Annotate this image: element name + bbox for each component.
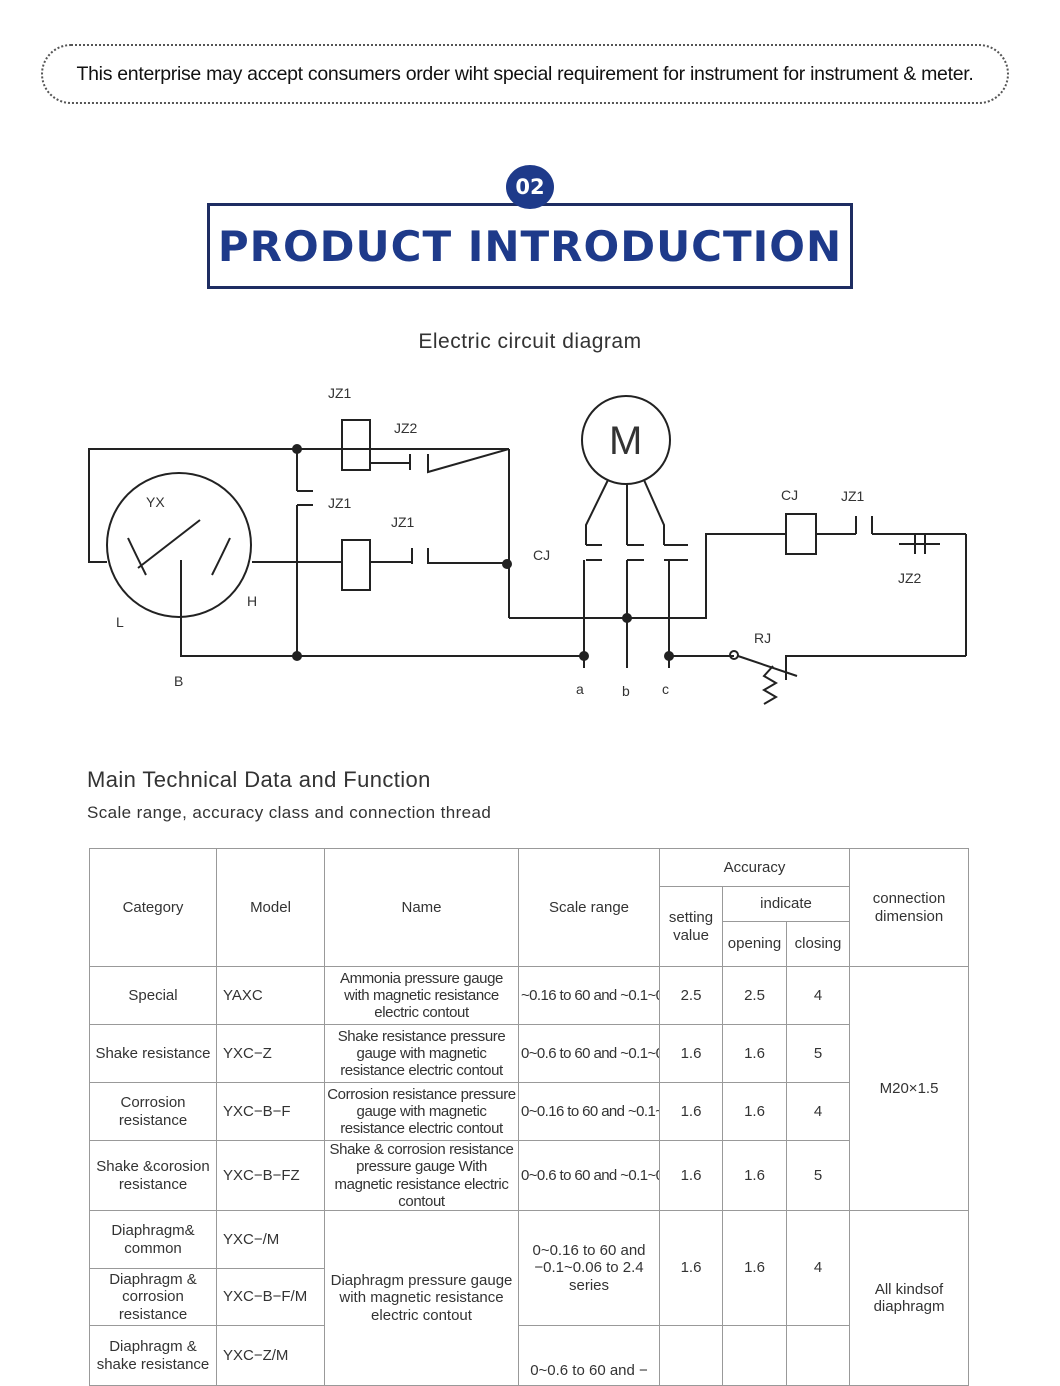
cell-model: YAXC bbox=[216, 966, 325, 1025]
spec-table: Category Model Name Scale range Accuracy… bbox=[89, 848, 970, 1386]
cell-name: Shake & corrosion resistance pressure ga… bbox=[324, 1140, 519, 1211]
cell-model: YXC−Z bbox=[216, 1024, 325, 1083]
header-closing: closing bbox=[785, 921, 851, 967]
label-a: a bbox=[576, 681, 584, 697]
cell-setting: 1.6 bbox=[659, 1024, 723, 1083]
section-title-box: PRODUCT INTRODUCTION bbox=[207, 203, 853, 289]
label-l: L bbox=[116, 614, 124, 630]
label-jz2-right: JZ2 bbox=[898, 570, 922, 586]
cell-closing: 5 bbox=[785, 1024, 851, 1083]
cell-name: Shake resistance pressure gauge with mag… bbox=[324, 1024, 519, 1083]
cell-closing: 4 bbox=[785, 966, 851, 1025]
label-jz1-coil: JZ1 bbox=[391, 514, 415, 530]
cell-opening: 1.6 bbox=[722, 1140, 787, 1211]
header-opening: opening bbox=[722, 921, 787, 967]
cell-category: Shake resistance bbox=[89, 1024, 217, 1083]
cell-closing-diaphragm-2 bbox=[785, 1325, 851, 1386]
label-h: H bbox=[247, 593, 257, 609]
cell-name-diaphragm: Diaphragm pressure gauge with magnetic r… bbox=[324, 1210, 519, 1386]
cell-closing: 4 bbox=[785, 1082, 851, 1141]
header-category: Category bbox=[89, 848, 217, 967]
cell-scale-diaphragm-2: 0~0.6 to 60 and − bbox=[518, 1325, 660, 1386]
cell-category: Diaphragm & shake resistance bbox=[89, 1325, 217, 1386]
notice-text: This enterprise may accept consumers ord… bbox=[76, 62, 974, 85]
label-jz1-right: JZ1 bbox=[841, 488, 865, 504]
cell-scale: ~0.16 to 60 and ~0.1~0.06 to 2.4 series bbox=[518, 966, 660, 1025]
header-scale-range: Scale range bbox=[518, 848, 660, 967]
cell-closing-diaphragm-1: 4 bbox=[785, 1210, 851, 1326]
tech-heading: Main Technical Data and Function bbox=[87, 767, 431, 792]
cell-name: Corrosion resistance pressure gauge with… bbox=[324, 1082, 519, 1141]
notice-banner: This enterprise may accept consumers ord… bbox=[41, 44, 1009, 104]
label-cj-left: CJ bbox=[533, 547, 550, 563]
label-jz1-top: JZ1 bbox=[328, 385, 352, 401]
cell-model: YXC−B−F bbox=[216, 1082, 325, 1141]
label-c: c bbox=[662, 681, 669, 697]
cell-scale: 0~0.6 to 60 and ~0.1~0.5 to 2.4 series bbox=[518, 1140, 660, 1211]
table-row: Diaphragm & corrosion resistance YXC−B−F… bbox=[89, 1268, 969, 1326]
header-model: Model bbox=[216, 848, 325, 967]
header-name: Name bbox=[324, 848, 519, 967]
label-cj-right: CJ bbox=[781, 487, 798, 503]
table-row: Corrosion resistance YXC−B−F Corrosion r… bbox=[89, 1082, 969, 1141]
label-motor: M bbox=[609, 419, 642, 463]
table-row: Shake &corosion resistance YXC−B−FZ Shak… bbox=[89, 1140, 969, 1211]
cell-model: YXC−B−FZ bbox=[216, 1140, 325, 1211]
circuit-diagram: JZ1 JZ2 JZ1 JZ1 YX CJ CJ JZ1 JZ2 RJ L H … bbox=[88, 385, 967, 705]
cell-opening-diaphragm-1: 1.6 bbox=[722, 1210, 787, 1326]
label-b: B bbox=[174, 673, 183, 689]
table-header-row: setting value indicate bbox=[90, 886, 969, 967]
cell-category: Corrosion resistance bbox=[89, 1082, 217, 1141]
cell-name: Ammonia pressure gauge with magnetic res… bbox=[324, 966, 519, 1025]
header-setting-value: setting value bbox=[659, 886, 723, 967]
cell-opening: 2.5 bbox=[722, 966, 787, 1025]
table-row: Special YAXC Ammonia pressure gauge with… bbox=[89, 966, 970, 1211]
cell-setting: 1.6 bbox=[659, 1140, 723, 1211]
table-header-row: Category Model Name Scale range Accuracy… bbox=[89, 848, 970, 967]
cell-model: YXC−B−F/M bbox=[216, 1268, 325, 1326]
cell-closing: 5 bbox=[785, 1140, 851, 1211]
table-header-row: opening closing bbox=[90, 921, 969, 967]
cell-setting-diaphragm-1: 1.6 bbox=[659, 1210, 723, 1326]
cell-setting: 1.6 bbox=[659, 1082, 723, 1141]
label-jz2-top: JZ2 bbox=[394, 420, 418, 436]
cell-category: Diaphragm& common bbox=[89, 1210, 217, 1269]
cell-connection: M20×1.5 bbox=[849, 966, 970, 1211]
cell-setting-diaphragm-2 bbox=[659, 1325, 723, 1386]
table-row: Shake resistance YXC−Z Shake resistance … bbox=[89, 1024, 969, 1083]
tech-subheading: Scale range, accuracy class and connecti… bbox=[87, 803, 492, 822]
cell-scale: 0~0.6 to 60 and ~0.1~0.5 to 2.4 series bbox=[518, 1024, 660, 1083]
cell-model: YXC−Z/M bbox=[216, 1325, 325, 1386]
cell-category: Special bbox=[89, 966, 217, 1025]
circuit-title: Electric circuit diagram bbox=[418, 330, 642, 353]
cell-opening: 1.6 bbox=[722, 1082, 787, 1141]
section-number-badge: 02 bbox=[506, 165, 554, 209]
label-rj: RJ bbox=[754, 630, 771, 646]
cell-model: YXC−/M bbox=[216, 1210, 325, 1269]
label-yx: YX bbox=[146, 494, 165, 510]
cell-category: Shake &corosion resistance bbox=[89, 1140, 217, 1211]
header-indicate: indicate bbox=[721, 886, 851, 922]
table-row: Diaphragm & shake resistance YXC−Z/M 0~0… bbox=[89, 1325, 969, 1386]
header-accuracy: Accuracy bbox=[658, 848, 851, 887]
cell-category: Diaphragm & corrosion resistance bbox=[89, 1268, 217, 1326]
label-jz1-mid: JZ1 bbox=[328, 495, 352, 511]
cell-scale-diaphragm-1: 0~0.16 to 60 and −0.1~0.06 to 2.4 series bbox=[518, 1210, 660, 1326]
header-connection: connection dimension bbox=[849, 848, 970, 967]
cell-scale: 0~0.16 to 60 and ~0.1~0.06 to 2.4 series bbox=[518, 1082, 660, 1141]
section-title: PRODUCT INTRODUCTION bbox=[217, 221, 843, 271]
cell-setting: 2.5 bbox=[659, 966, 723, 1025]
cell-opening-diaphragm-2 bbox=[722, 1325, 787, 1386]
cell-connection-diaphragm: All kindsof diaphragm bbox=[849, 1210, 970, 1386]
table-row: Diaphragm& common YXC−/M Diaphragm press… bbox=[89, 1210, 970, 1386]
cell-opening: 1.6 bbox=[722, 1024, 787, 1083]
label-terminal-b: b bbox=[622, 683, 630, 699]
